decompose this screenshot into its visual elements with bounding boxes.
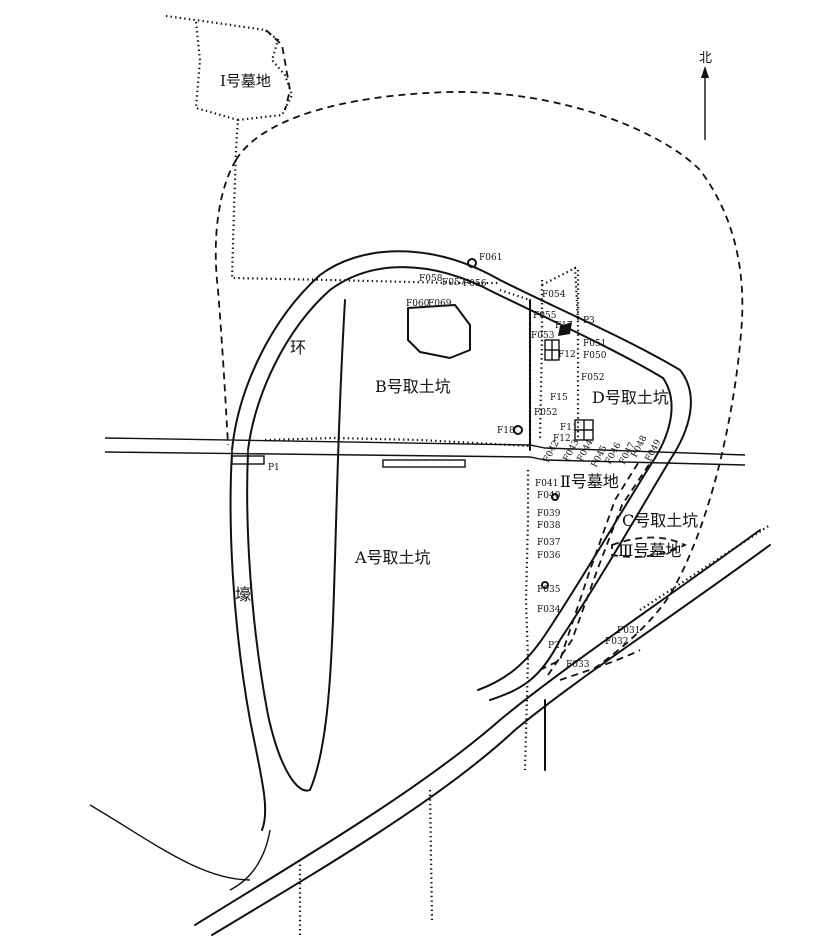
area-label-pit-b: B号取土坑 — [375, 377, 451, 396]
feature-f061-marker — [467, 258, 477, 268]
feature-f040: F040 — [537, 491, 561, 501]
feature-f057: F057 — [442, 278, 466, 288]
pit-d-boundary — [541, 266, 580, 321]
feature-f037: F037 — [537, 538, 561, 548]
feature-f040-marker — [551, 493, 559, 501]
feature-f052-west: F052 — [534, 408, 557, 418]
north-arrow: 北 — [699, 51, 712, 140]
feature-f060: F060 — [406, 299, 430, 309]
feature-f052-east: F052 — [581, 373, 604, 383]
feature-f033: F033 — [566, 660, 590, 670]
area-label-cemetery-1: Ⅰ号墓地 — [220, 72, 271, 90]
feature-f055: F055 — [533, 311, 557, 321]
north-label: 北 — [699, 51, 712, 66]
point-p1: P1 — [268, 463, 280, 473]
feature-f15: F15 — [550, 393, 568, 403]
feature-f058: F058 — [419, 274, 443, 284]
ns-corridor — [523, 270, 580, 771]
feature-f054: F054 — [542, 290, 566, 300]
moat-label-2: 壕 — [235, 585, 251, 604]
grid-cells — [544, 322, 594, 441]
feature-f036: F036 — [537, 551, 561, 561]
feature-f056: F056 — [463, 279, 487, 289]
feature-f12-north: F12 — [558, 350, 576, 360]
feature-f034: F034 — [537, 605, 561, 615]
feature-f11: F11 — [560, 423, 578, 433]
feature-f053: F053 — [531, 331, 555, 341]
point-p2: P2 — [548, 641, 560, 651]
feature-f050: F050 — [583, 351, 607, 361]
feature-f12-south: F12 — [553, 434, 571, 444]
feature-f061: F061 — [479, 253, 502, 263]
feature-f039: F039 — [537, 509, 561, 519]
area-label-cemetery-3: Ⅲ号墓地 — [618, 541, 681, 560]
feature-f031: F031 — [617, 626, 640, 636]
feature-f18-marker — [513, 425, 523, 435]
pit-c-boundary — [539, 459, 688, 681]
cemetery-1-boundary — [165, 14, 500, 285]
feature-f041: F041 — [535, 479, 558, 489]
feature-f17: F17 — [555, 321, 573, 331]
feature-f069: F069 — [428, 299, 452, 309]
feature-f035: F035 — [537, 585, 561, 595]
area-label-pit-a: A号取土坑 — [354, 548, 431, 567]
ew-road — [104, 437, 746, 468]
diagonal-roads — [89, 524, 771, 936]
pit-b-boundary — [264, 288, 532, 448]
feature-f035-marker — [541, 581, 549, 589]
feature-f032: F032 — [605, 637, 628, 647]
moat-label-1: 环 — [290, 338, 306, 357]
point-p3: P3 — [583, 316, 595, 326]
settlement-outline-west — [214, 159, 237, 446]
moat — [229, 250, 692, 831]
feature-f038: F038 — [537, 521, 561, 531]
feature-f18: F18 — [497, 426, 515, 436]
area-label-cemetery-2: Ⅱ号墓地 — [560, 472, 619, 491]
feature-f051: F051 — [583, 339, 606, 349]
area-label-pit-c: C号取土坑 — [622, 511, 698, 530]
settlement-outline — [235, 91, 744, 669]
area-label-pit-d: D号取土坑 — [592, 388, 669, 407]
